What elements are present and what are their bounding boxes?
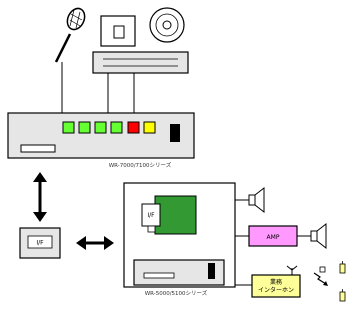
intercom-label-line1: 業務 (270, 278, 282, 286)
card-label: I/F (147, 212, 155, 219)
cassette-icon (100, 15, 136, 47)
horizontal-double-arrow (76, 236, 114, 250)
sub-unit-label: WR-5000/5100シリーズ (145, 289, 208, 297)
handset-icon (339, 261, 346, 274)
sub-unit-device (133, 259, 225, 286)
tuner-deck-icon (92, 51, 189, 74)
handset-icon (339, 289, 346, 302)
if-box-label: I/F (36, 240, 44, 247)
interface-box (19, 227, 61, 259)
cd-disc-icon (149, 7, 185, 43)
speaker-icon (310, 222, 327, 250)
amp-label: AMP (267, 234, 280, 241)
main-unit-label: WR-7000/7100シリーズ (109, 161, 172, 169)
small-handset-icon (319, 266, 326, 273)
intercom-box (251, 274, 301, 298)
interface-card (141, 195, 197, 235)
wireless-signal-icon (313, 272, 328, 286)
main-amplifier-unit (7, 112, 195, 159)
intercom-label-line2: インターホン (258, 286, 294, 294)
antenna-icon (286, 265, 298, 275)
microphone-icon (54, 7, 86, 115)
speaker-icon (248, 186, 265, 214)
vertical-double-arrow (33, 172, 47, 222)
